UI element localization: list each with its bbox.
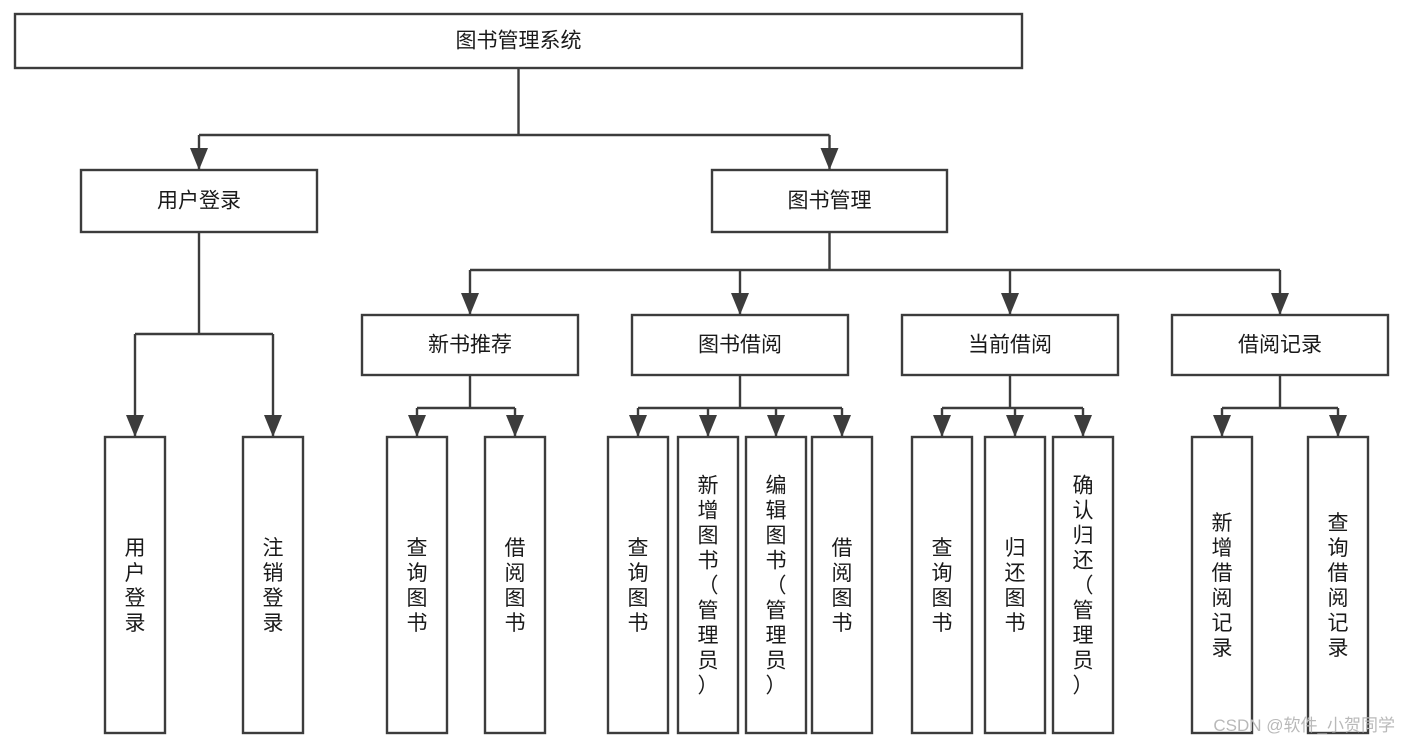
node-new-book-recommend[interactable]: 新书推荐: [360, 313, 580, 377]
node-leaf-user-login[interactable]: 用户登录: [103, 435, 167, 735]
node-leaf-return-book-label: 归还图书: [1005, 537, 1026, 635]
node-leaf-return-book[interactable]: 归还图书: [983, 435, 1047, 735]
node-leaf-logout-login-label: 注销登录: [263, 537, 284, 635]
node-leaf-add-book-label: 新增图书（管理员）: [698, 475, 719, 698]
book-manage-to-level3-arrow-1: [731, 293, 749, 315]
node-root-system[interactable]: 图书管理系统: [13, 12, 1024, 70]
node-leaf-query-book-1-label: 查询图书: [407, 537, 428, 635]
node-boxes-layer: 图书管理系统用户登录图书管理新书推荐图书借阅当前借阅借阅记录用户登录注销登录查询…: [13, 12, 1390, 735]
node-leaf-query-book-2-box[interactable]: [606, 435, 670, 735]
node-borrow-record-box[interactable]: [1170, 313, 1390, 377]
current-borrow-to-leaves-arrow-0: [933, 415, 951, 437]
node-leaf-query-book-2-label: 查询图书: [628, 537, 649, 635]
node-leaf-borrow-book-2-box[interactable]: [810, 435, 874, 735]
node-leaf-user-login-box[interactable]: [103, 435, 167, 735]
connector-lines-layer: [126, 68, 1347, 437]
node-user-login[interactable]: 用户登录: [79, 168, 319, 234]
node-leaf-confirm-return[interactable]: 确认归还（管理员）: [1051, 435, 1115, 735]
node-leaf-borrow-book-2[interactable]: 借阅图书: [810, 435, 874, 735]
node-leaf-query-record-label: 查询借阅记录: [1328, 512, 1349, 660]
node-leaf-query-book-2[interactable]: 查询图书: [606, 435, 670, 735]
node-root-system-label: 图书管理系统: [456, 30, 582, 53]
node-leaf-edit-book-box[interactable]: [744, 435, 808, 735]
node-leaf-logout-login[interactable]: 注销登录: [241, 435, 305, 735]
node-borrow-record-label: 借阅记录: [1238, 334, 1322, 357]
user-login-to-leaves-arrow-1: [264, 415, 282, 437]
node-user-login-box[interactable]: [79, 168, 319, 234]
node-leaf-edit-book[interactable]: 编辑图书（管理员）: [744, 435, 808, 735]
new-book-recommend-to-leaves-arrow-1: [506, 415, 524, 437]
node-leaf-query-book-3[interactable]: 查询图书: [910, 435, 974, 735]
node-user-login-label: 用户登录: [157, 190, 241, 213]
node-new-book-recommend-box[interactable]: [360, 313, 580, 377]
current-borrow-to-leaves-arrow-2: [1074, 415, 1092, 437]
node-book-borrow[interactable]: 图书借阅: [630, 313, 850, 377]
book-borrow-to-leaves-arrow-3: [833, 415, 851, 437]
node-book-borrow-label: 图书借阅: [698, 334, 782, 357]
user-login-to-leaves-arrow-0: [126, 415, 144, 437]
node-leaf-query-record[interactable]: 查询借阅记录: [1306, 435, 1370, 735]
borrow-record-to-leaves-arrow-0: [1213, 415, 1231, 437]
node-leaf-add-record-label: 新增借阅记录: [1212, 512, 1233, 660]
node-leaf-add-record[interactable]: 新增借阅记录: [1190, 435, 1254, 735]
node-leaf-borrow-book-1[interactable]: 借阅图书: [483, 435, 547, 735]
node-leaf-logout-login-box[interactable]: [241, 435, 305, 735]
node-leaf-edit-book-label: 编辑图书（管理员）: [766, 475, 787, 698]
current-borrow-to-leaves-arrow-1: [1006, 415, 1024, 437]
node-leaf-confirm-return-label: 确认归还（管理员）: [1073, 475, 1094, 698]
node-root-system-box[interactable]: [13, 12, 1024, 70]
node-leaf-confirm-return-box[interactable]: [1051, 435, 1115, 735]
watermark-text: CSDN @软件_小贺同学: [1213, 716, 1395, 735]
node-leaf-user-login-label: 用户登录: [125, 537, 146, 635]
book-manage-to-level3-arrow-2: [1001, 293, 1019, 315]
book-borrow-to-leaves-arrow-0: [629, 415, 647, 437]
book-manage-to-level3-arrow-0: [461, 293, 479, 315]
node-leaf-query-record-box[interactable]: [1306, 435, 1370, 735]
node-leaf-query-book-1-box[interactable]: [385, 435, 449, 735]
book-borrow-to-leaves-arrow-2: [767, 415, 785, 437]
node-book-manage-label: 图书管理: [788, 190, 872, 213]
node-leaf-borrow-book-1-label: 借阅图书: [505, 537, 526, 635]
book-manage-to-level3-arrow-3: [1271, 293, 1289, 315]
node-current-borrow-label: 当前借阅: [968, 334, 1052, 357]
root-to-level2-arrow-0: [190, 148, 208, 170]
node-leaf-query-book-3-box[interactable]: [910, 435, 974, 735]
node-book-manage[interactable]: 图书管理: [710, 168, 949, 234]
node-leaf-query-book-1[interactable]: 查询图书: [385, 435, 449, 735]
node-leaf-add-book[interactable]: 新增图书（管理员）: [676, 435, 740, 735]
node-leaf-borrow-book-2-label: 借阅图书: [832, 537, 853, 635]
root-to-level2-arrow-1: [820, 148, 839, 170]
node-leaf-borrow-book-1-box[interactable]: [483, 435, 547, 735]
node-leaf-query-book-3-label: 查询图书: [932, 537, 953, 635]
node-book-manage-box[interactable]: [710, 168, 949, 234]
new-book-recommend-to-leaves-arrow-0: [408, 415, 426, 437]
node-leaf-add-record-box[interactable]: [1190, 435, 1254, 735]
node-new-book-recommend-label: 新书推荐: [428, 334, 512, 357]
node-leaf-return-book-box[interactable]: [983, 435, 1047, 735]
node-leaf-add-book-box[interactable]: [676, 435, 740, 735]
node-current-borrow-box[interactable]: [900, 313, 1120, 377]
borrow-record-to-leaves-arrow-1: [1329, 415, 1347, 437]
node-current-borrow[interactable]: 当前借阅: [900, 313, 1120, 377]
book-borrow-to-leaves-arrow-1: [699, 415, 717, 437]
node-book-borrow-box[interactable]: [630, 313, 850, 377]
node-borrow-record[interactable]: 借阅记录: [1170, 313, 1390, 377]
